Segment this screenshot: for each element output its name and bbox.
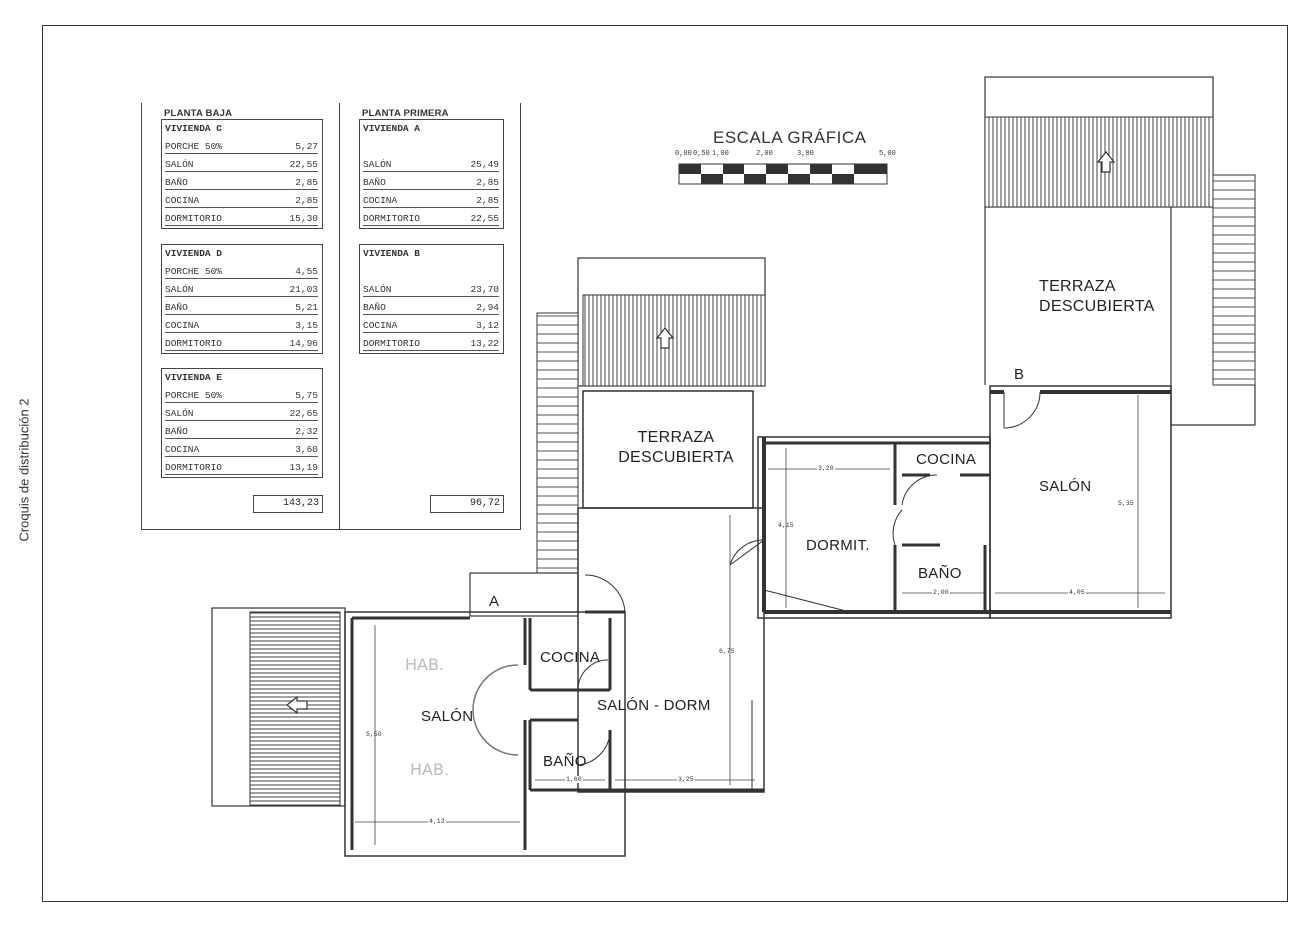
planta-primera-total: 96,72 <box>430 495 504 513</box>
vivienda-e-title: VIVIENDA E <box>165 372 223 383</box>
table-row: PORCHE 50%5,75 <box>165 386 318 403</box>
dimension-label: 2,00 <box>932 589 950 596</box>
scale-tick: 0,00 <box>675 150 692 158</box>
area-tables: PLANTA BAJA PLANTA PRIMERA VIVIENDA C PO… <box>141 103 521 530</box>
salon-a-label: SALÓN <box>421 708 474 725</box>
table-row: PORCHE 50%5,27 <box>165 137 318 154</box>
entrance-a-label: A <box>489 593 500 610</box>
dimension-label: 3,20 <box>817 465 835 472</box>
dimension-label: 1,60 <box>565 776 583 783</box>
salon-dorm-label: SALÓN - DORM <box>597 697 711 714</box>
scale-bar-fill <box>679 164 887 184</box>
vivienda-d-title: VIVIENDA D <box>165 248 223 259</box>
salon-b-label: SALÓN <box>1039 478 1092 495</box>
table-row: PORCHE 50%4,55 <box>165 262 318 279</box>
dimension-label: 5,35 <box>1118 500 1134 507</box>
dimension-label: 5,50 <box>366 731 382 738</box>
planta-baja-total: 143,23 <box>253 495 323 513</box>
arrow-up-icon <box>655 327 675 349</box>
scale-title: ESCALA GRÁFICA <box>713 128 867 147</box>
dimension-label: 3,25 <box>677 776 695 783</box>
dimension-label: 4,05 <box>1068 589 1086 596</box>
terrace-a-pergola <box>582 294 766 387</box>
dimension-label: 4,13 <box>428 818 446 825</box>
planta-primera-title: PLANTA PRIMERA <box>362 108 449 119</box>
drawing-frame <box>42 25 1288 902</box>
vivienda-b-title: VIVIENDA B <box>363 248 421 259</box>
cocina-b-label: COCINA <box>916 451 977 468</box>
bano-a-label: BAÑO <box>543 753 587 770</box>
stair-a <box>536 312 579 574</box>
entrance-b-label: B <box>1014 366 1025 383</box>
handwritten-note: HAB. <box>405 655 445 674</box>
handwritten-note: HAB. <box>410 760 450 779</box>
vivienda-a-title: VIVIENDA A <box>363 123 421 134</box>
cocina-a-label: COCINA <box>540 649 601 666</box>
dimension-label: 4,15 <box>778 522 794 529</box>
scale-tick: 0,50 <box>693 150 710 158</box>
salon-b-walls <box>989 385 1172 619</box>
dormit-label: DORMIT. <box>806 537 870 554</box>
arrow-up-icon <box>1096 151 1116 173</box>
arrow-left-icon <box>286 695 308 715</box>
salon-dorm-walls <box>577 507 765 793</box>
scale-tick: 2,00 <box>756 150 773 158</box>
scale-tick: 5,00 <box>879 150 896 158</box>
vivienda-c-title: VIVIENDA C <box>165 123 223 134</box>
column-divider <box>339 103 341 529</box>
stair-b <box>1212 174 1256 386</box>
entrance-a <box>469 572 579 617</box>
scale-tick: 3,00 <box>797 150 814 158</box>
bano-b-label: BAÑO <box>918 565 962 582</box>
dormit-block <box>757 436 991 619</box>
dimension-label: 6,75 <box>719 648 735 655</box>
scale-tick: 1,00 <box>712 150 729 158</box>
planta-baja-title: PLANTA BAJA <box>164 108 233 119</box>
